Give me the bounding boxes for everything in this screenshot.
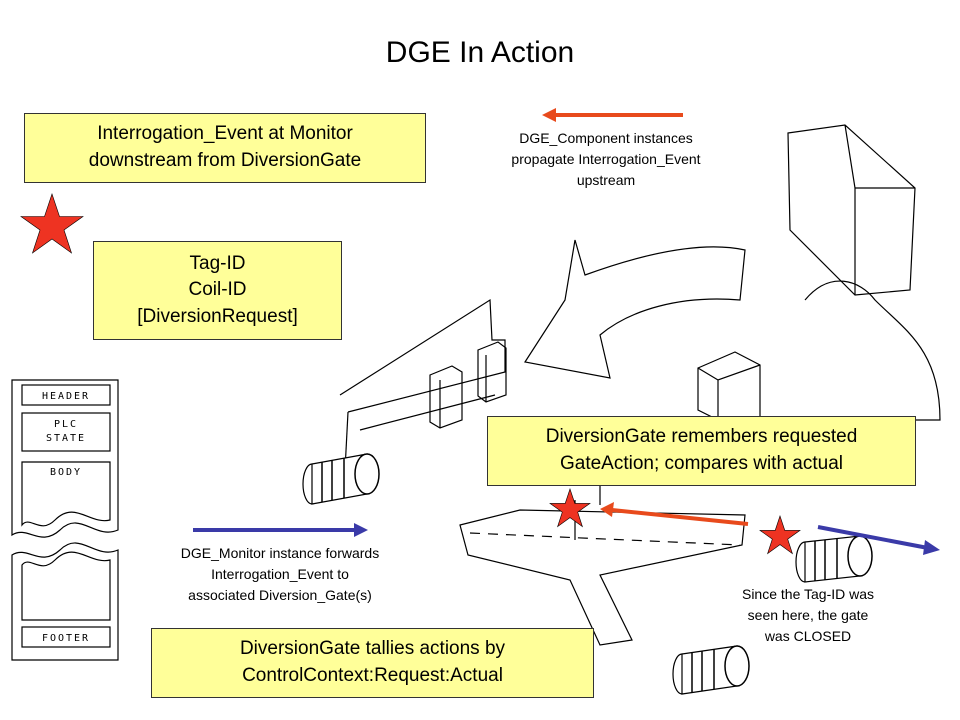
note-line: propagate Interrogation_Event [511, 151, 701, 167]
monitor-note: DGE_Monitor instance forwards Interrogat… [130, 543, 430, 606]
page-title: DGE In Action [385, 36, 575, 69]
note-line: DGE_Component instances [519, 130, 693, 146]
packet-plc-label: PLC [54, 419, 78, 430]
interrogation-event-box: Interrogation_Event at Monitor downstrea… [24, 113, 426, 183]
note-line: seen here, the gate [747, 607, 869, 623]
packet-footer-field [21, 626, 111, 648]
packet-bottom-shape [11, 542, 119, 661]
box-line: [DiversionRequest] [137, 305, 298, 327]
note-line: Since the Tag-ID was [741, 586, 875, 602]
box-line: ControlContext:Request:Actual [242, 665, 503, 686]
tall-cabinet [787, 124, 916, 296]
box-line: Interrogation_Event at Monitor [97, 123, 353, 145]
note-line: associated Diversion_Gate(s) [188, 587, 372, 603]
curved-chute [804, 280, 941, 421]
box-line: Tag-ID [189, 252, 246, 274]
diversion-gate-path [469, 532, 741, 546]
note-line: upstream [576, 172, 636, 188]
component-note: DGE_Component instances propagate Interr… [466, 128, 746, 191]
blue-arrow-forward-head [354, 523, 368, 537]
star-icon [549, 488, 591, 528]
upstream-curved-arrow [524, 239, 746, 379]
upper-conveyor-frame [339, 298, 506, 413]
packet-header-field [21, 384, 111, 406]
sensor-block-1 [429, 365, 463, 429]
note-line: DGE_Monitor instance forwards [180, 545, 380, 561]
packet-diagram [11, 379, 119, 661]
gate-remembers-box: DiversionGate remembers requested GateAc… [487, 416, 916, 486]
coil-3 [672, 645, 750, 695]
packet-state-label: STATE [46, 433, 86, 444]
box-line: Coil-ID [188, 279, 247, 301]
blue-arrow-downstream [817, 525, 929, 550]
box-line: GateAction; compares with actual [559, 453, 844, 474]
blue-arrow-downstream-head [923, 540, 940, 555]
note-line: was CLOSED [764, 628, 852, 644]
red-arrow-gate [611, 508, 749, 526]
coil-2 [795, 535, 873, 583]
packet-plc-state-field [21, 412, 111, 452]
star-icon [759, 515, 801, 555]
diversion-gate-frame [459, 509, 746, 646]
tag-id-box: Tag-ID Coil-ID [DiversionRequest] [93, 241, 342, 340]
packet-body-label: BODY [50, 467, 82, 478]
coil-1 [302, 453, 380, 505]
closed-gate-note: Since the Tag-ID was seen here, the gate… [718, 584, 898, 647]
box-line: downstream from DiversionGate [88, 150, 362, 171]
red-arrow-upstream-top-head [542, 108, 556, 122]
gate-tallies-box: DiversionGate tallies actions by Control… [151, 628, 594, 698]
sensor-block-2 [477, 341, 507, 403]
packet-body-field [21, 461, 111, 527]
packet-body-field-lower [21, 551, 111, 621]
packet-footer-label: FOOTER [42, 633, 90, 644]
red-arrow-gate-head [600, 502, 614, 517]
upper-conveyor-rail [359, 394, 496, 431]
small-cabinet [697, 351, 761, 421]
note-line: Interrogation_Event to [211, 566, 349, 582]
box-line: DiversionGate tallies actions by [239, 638, 506, 660]
packet-top-shape [11, 379, 119, 538]
star-icon [20, 193, 84, 254]
box-line: DiversionGate remembers requested [545, 426, 858, 448]
packet-header-label: HEADER [42, 391, 90, 402]
